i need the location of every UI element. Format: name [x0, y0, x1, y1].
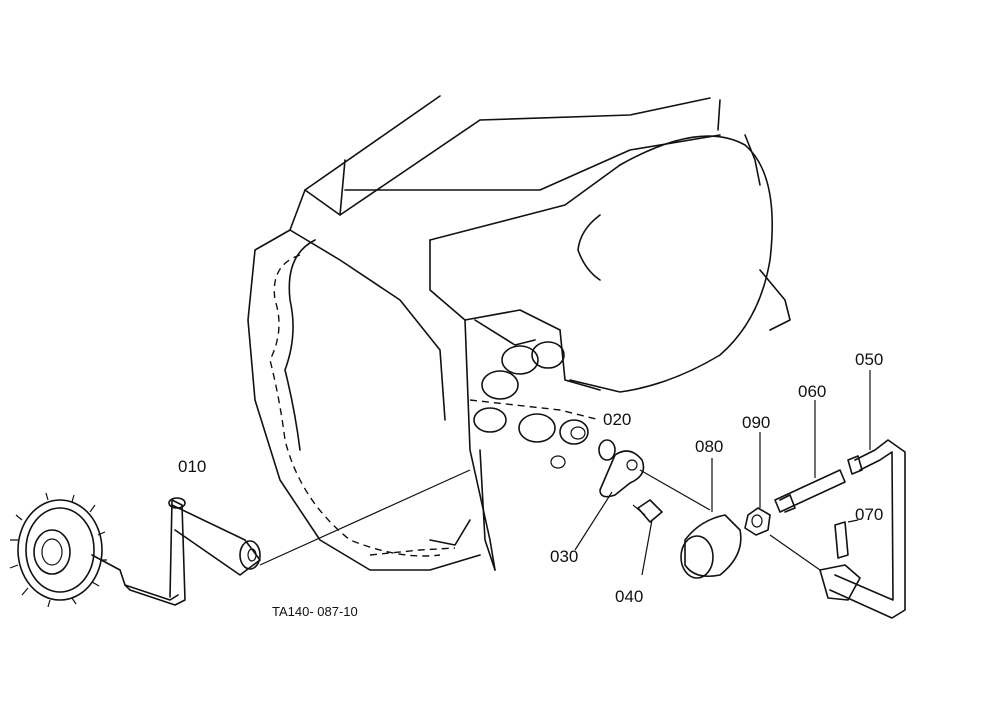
pin-070 [834, 519, 859, 559]
o-ring-020 [598, 439, 616, 461]
label-090: 090 [742, 413, 770, 432]
shift-lever-010 [119, 469, 471, 606]
knob-080 [639, 458, 742, 579]
rod-060 [774, 400, 846, 513]
label-020: 020 [603, 410, 631, 429]
label-040: 040 [615, 587, 643, 606]
transmission-housing [247, 95, 791, 571]
gear [9, 492, 121, 608]
lever-rod-050 [769, 370, 906, 619]
label-050: 050 [855, 350, 883, 369]
label-080: 080 [695, 437, 723, 456]
nut-090 [744, 432, 771, 536]
plate-030 [574, 450, 645, 551]
label-010: 010 [178, 457, 206, 476]
label-070: 070 [855, 505, 883, 524]
reference-code: TA140- 087-10 [272, 604, 358, 619]
bolt-040 [632, 499, 663, 576]
label-030: 030 [550, 547, 578, 566]
label-060: 060 [798, 382, 826, 401]
